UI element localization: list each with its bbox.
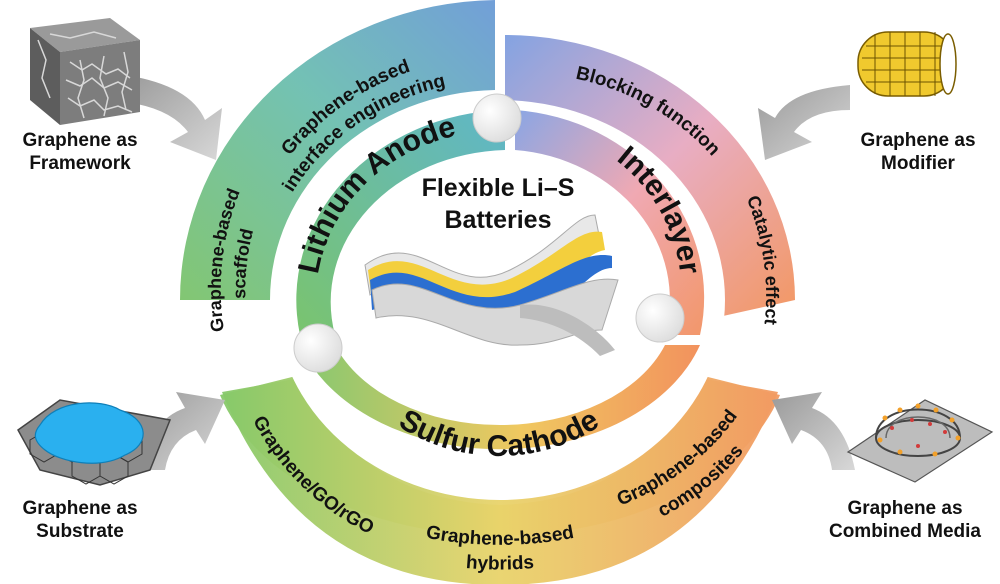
label-modifier-line1: Graphene as [860,130,976,151]
label-framework: Graphene as Framework [0,129,160,175]
nanotube-icon [857,31,957,97]
label-modifier: Graphene as Modifier [838,129,998,175]
foam-cube-icon [30,18,140,125]
label-substrate-line1: Graphene as [22,498,138,519]
inner-segment-interlayer [515,110,705,335]
junction-knob-top [472,93,522,143]
label-combined: Graphene as Combined Media [810,497,1000,543]
label-substrate-line2: Substrate [36,521,124,542]
inner-segment-cathode [300,345,700,450]
junction-knob-right [635,293,685,343]
label-framework-line1: Graphene as [22,130,138,151]
honeycomb-sheet-icon [17,399,172,486]
label-combined-line1: Graphene as [847,498,963,519]
label-combined-line2: Combined Media [828,521,981,542]
arrow-substrate [140,392,225,470]
outer-segment-anode [180,0,495,300]
arrow-modifier [758,85,850,160]
arrow-framework [125,75,222,160]
label-modifier-line2: Modifier [881,153,955,174]
label-framework-line2: Framework [29,153,131,174]
outer-segment-cathode-lower [222,378,778,584]
center-title-line1: Flexible Li–S [422,174,575,202]
label-substrate: Graphene as Substrate [0,497,160,543]
graphene-coil-icon [846,399,994,483]
junction-knob-left [293,323,343,373]
flexible-battery-illustration [364,214,619,356]
center-title-line2: Batteries [445,206,552,234]
ring-gap-left [178,339,302,389]
arrow-combined [772,392,855,470]
hybrids-label-line2: hybrids [465,552,534,574]
